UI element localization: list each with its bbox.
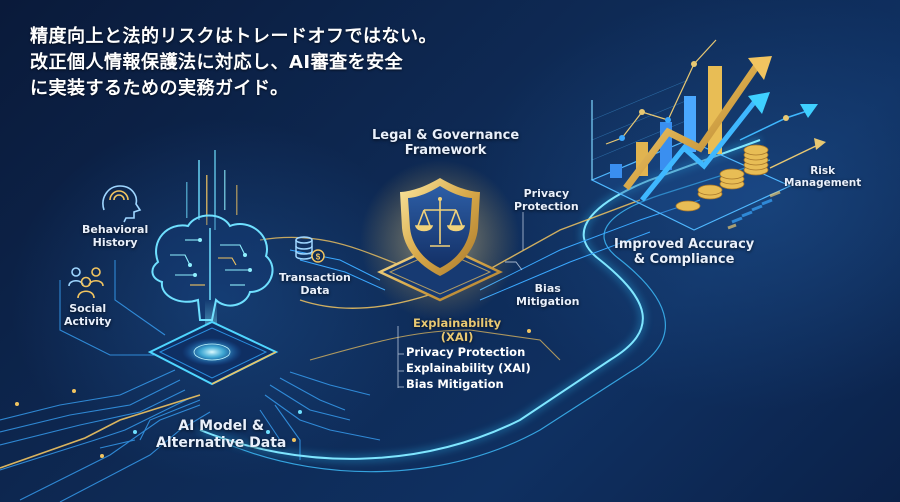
people-icon [68, 267, 104, 299]
governance-list-item: Bias Mitigation [406, 377, 504, 391]
governance-list: Privacy Protection Explainability (XAI) … [406, 344, 531, 392]
improved-accuracy-label: Improved Accuracy & Compliance [614, 237, 755, 268]
gold-trace [0, 394, 201, 469]
growth-chart-coins-icon [590, 39, 826, 231]
trace-nodes [15, 329, 531, 458]
headline-line-1: 精度向上と法的リスクはトレードオフではない。 [30, 26, 437, 47]
explainability-label: Explainability (XAI) [413, 316, 502, 344]
bias-mitigation-label: Bias Mitigation [516, 282, 580, 308]
headline-line-3: に実装するための実務ガイド。 [30, 78, 289, 99]
circuit-traces-left [0, 260, 211, 502]
brain-circuit-icon [151, 214, 274, 321]
leader-lines [397, 212, 524, 388]
governance-title: Legal & Governance Framework [372, 128, 520, 159]
svg-text:$: $ [316, 253, 321, 262]
headline-line-2: 改正個人情報保護法に対応し、AI審査を安全 [30, 52, 404, 73]
social-activity-label: Social Activity [64, 302, 112, 328]
light-streaks [186, 150, 238, 230]
transaction-data-label: Transaction Data [279, 271, 351, 297]
governance-list-item: Privacy Protection [406, 345, 526, 359]
headline: 精度向上と法的リスクはトレードオフではない。 改正個人情報保護法に対応し、AI審… [30, 24, 437, 102]
ai-model-label: AI Model & Alternative Data [156, 418, 287, 451]
privacy-protection-label: Privacy Protection [514, 187, 579, 213]
database-dollar-icon: $ [295, 236, 325, 263]
shield-scales-icon [400, 178, 480, 276]
risk-management-label: Risk Management [784, 165, 862, 190]
head-signal-icon [102, 185, 142, 223]
governance-list-item: Explainability (XAI) [406, 361, 531, 375]
ai-chip [147, 320, 279, 386]
behavioral-history-label: Behavioral History [82, 223, 149, 249]
